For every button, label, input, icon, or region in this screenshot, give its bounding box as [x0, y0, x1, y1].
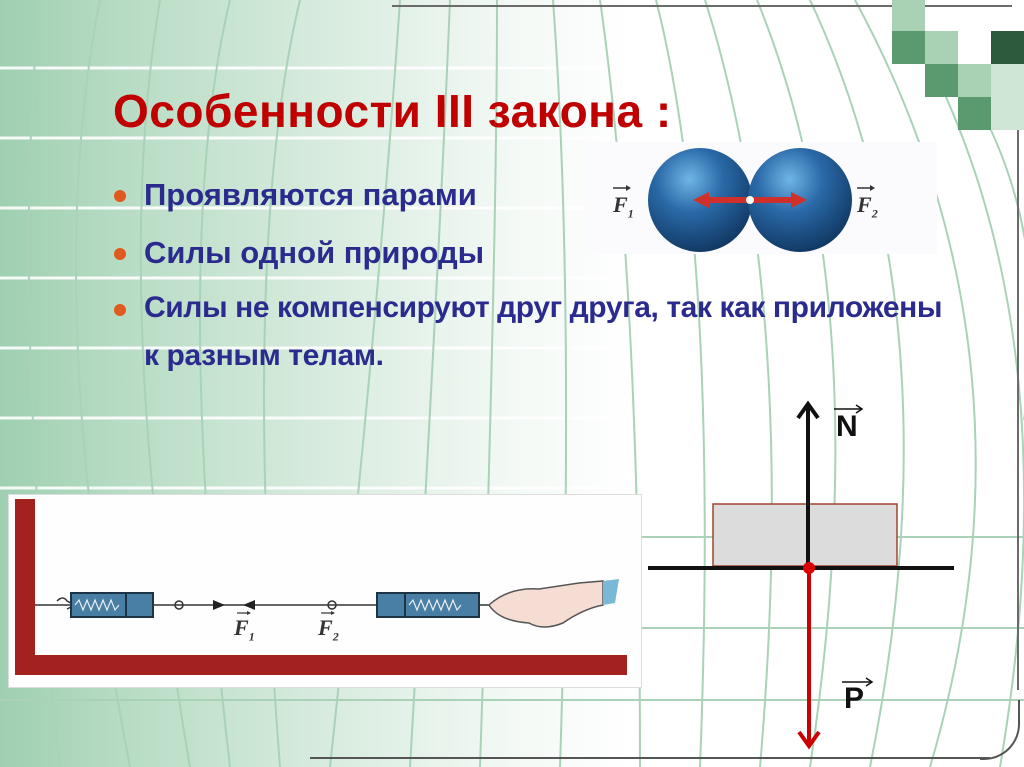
spring-scales-illustration	[15, 499, 627, 675]
bullet-list: Проявляются парами Силы одной природы Си…	[112, 168, 944, 380]
bullet-item: Силы одной природы	[112, 228, 942, 278]
force-label-f2: F2	[318, 615, 339, 644]
bullet-text: Силы одной природы	[144, 235, 485, 270]
block-force-illustration	[648, 400, 954, 750]
weight-force-label: P	[844, 682, 865, 715]
bullet-dot-icon	[114, 248, 126, 260]
force-diagram: N P	[640, 390, 980, 767]
slide-title: Особенности III закона :	[113, 85, 672, 137]
bullet-text: Проявляются парами	[144, 177, 477, 212]
frame-bottom-border	[310, 757, 990, 759]
two-spheres-illustration	[613, 148, 875, 252]
bullet-item: Силы не компенсируют друг друга, так как…	[112, 284, 944, 380]
bullet-text: Силы не компенсируют друг друга, так как…	[144, 291, 943, 372]
bullet-dot-icon	[114, 190, 126, 202]
normal-force-label: N	[836, 410, 858, 443]
bullet-item: Проявляются парами	[112, 170, 942, 220]
frame-right-border	[1017, 130, 1019, 690]
bullet-dot-icon	[114, 304, 126, 316]
force-label-f1: F1	[234, 615, 255, 644]
frame-top-border	[392, 5, 1012, 7]
force-label-f1: F1	[613, 192, 634, 221]
spheres-figure: F1 F2	[585, 142, 937, 254]
force-label-f2: F2	[857, 192, 878, 221]
spring-scales-figure: F1 F2	[8, 494, 642, 688]
decorative-squares	[892, 0, 1024, 132]
